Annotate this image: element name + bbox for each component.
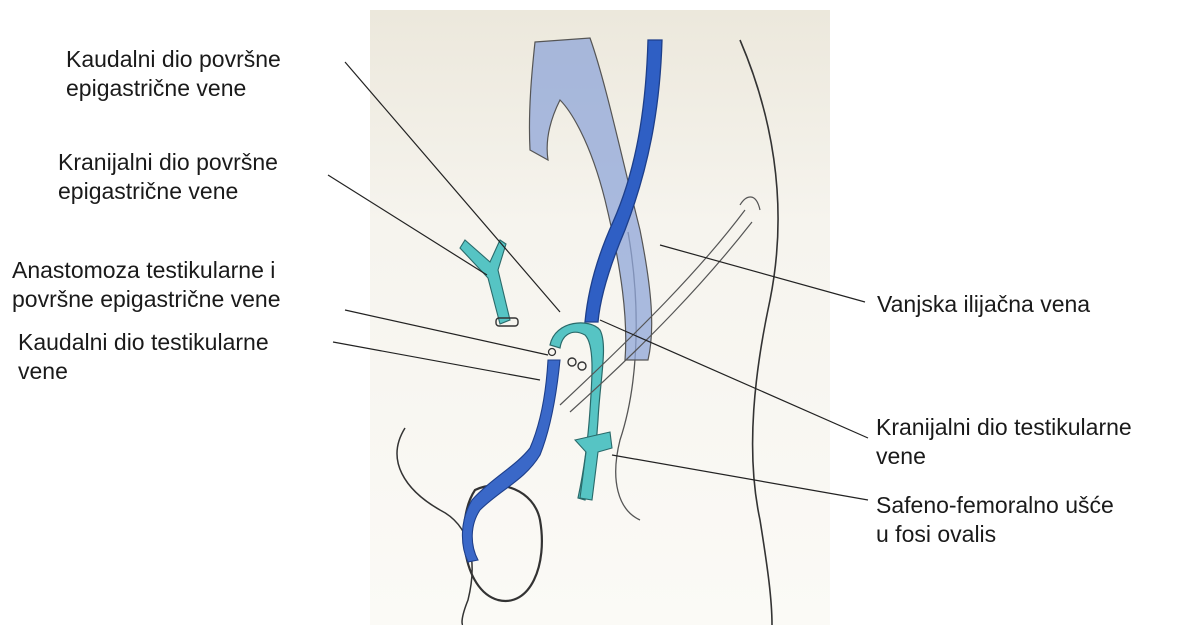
- label-kaudalni-epigastricne: Kaudalni dio površne epigastrične vene: [66, 45, 281, 103]
- label-line: Safeno-femoralno ušće: [876, 491, 1114, 520]
- label-line: površne epigastrične vene: [12, 285, 281, 314]
- label-line: Kranijalni dio površne: [58, 148, 278, 177]
- label-line: Kaudalni dio površne: [66, 45, 281, 74]
- label-kaudalni-testikularne: Kaudalni dio testikularne vene: [18, 328, 269, 386]
- label-line: vene: [876, 442, 1132, 471]
- label-line: epigastrične vene: [66, 74, 281, 103]
- label-line: u fosi ovalis: [876, 520, 1114, 549]
- label-line: Vanjska ilijačna vena: [877, 290, 1090, 319]
- label-kranijalni-testikularne: Kranijalni dio testikularne vene: [876, 413, 1132, 471]
- label-kranijalni-epigastricne: Kranijalni dio površne epigastrične vene: [58, 148, 278, 206]
- label-line: epigastrične vene: [58, 177, 278, 206]
- label-vanjska-ilijacna: Vanjska ilijačna vena: [877, 290, 1090, 319]
- label-line: Kranijalni dio testikularne: [876, 413, 1132, 442]
- label-safeno-femoralno: Safeno-femoralno ušće u fosi ovalis: [876, 491, 1114, 549]
- label-line: vene: [18, 357, 269, 386]
- label-anastomoza: Anastomoza testikularne i površne epigas…: [12, 256, 281, 314]
- label-line: Anastomoza testikularne i: [12, 256, 281, 285]
- label-line: Kaudalni dio testikularne: [18, 328, 269, 357]
